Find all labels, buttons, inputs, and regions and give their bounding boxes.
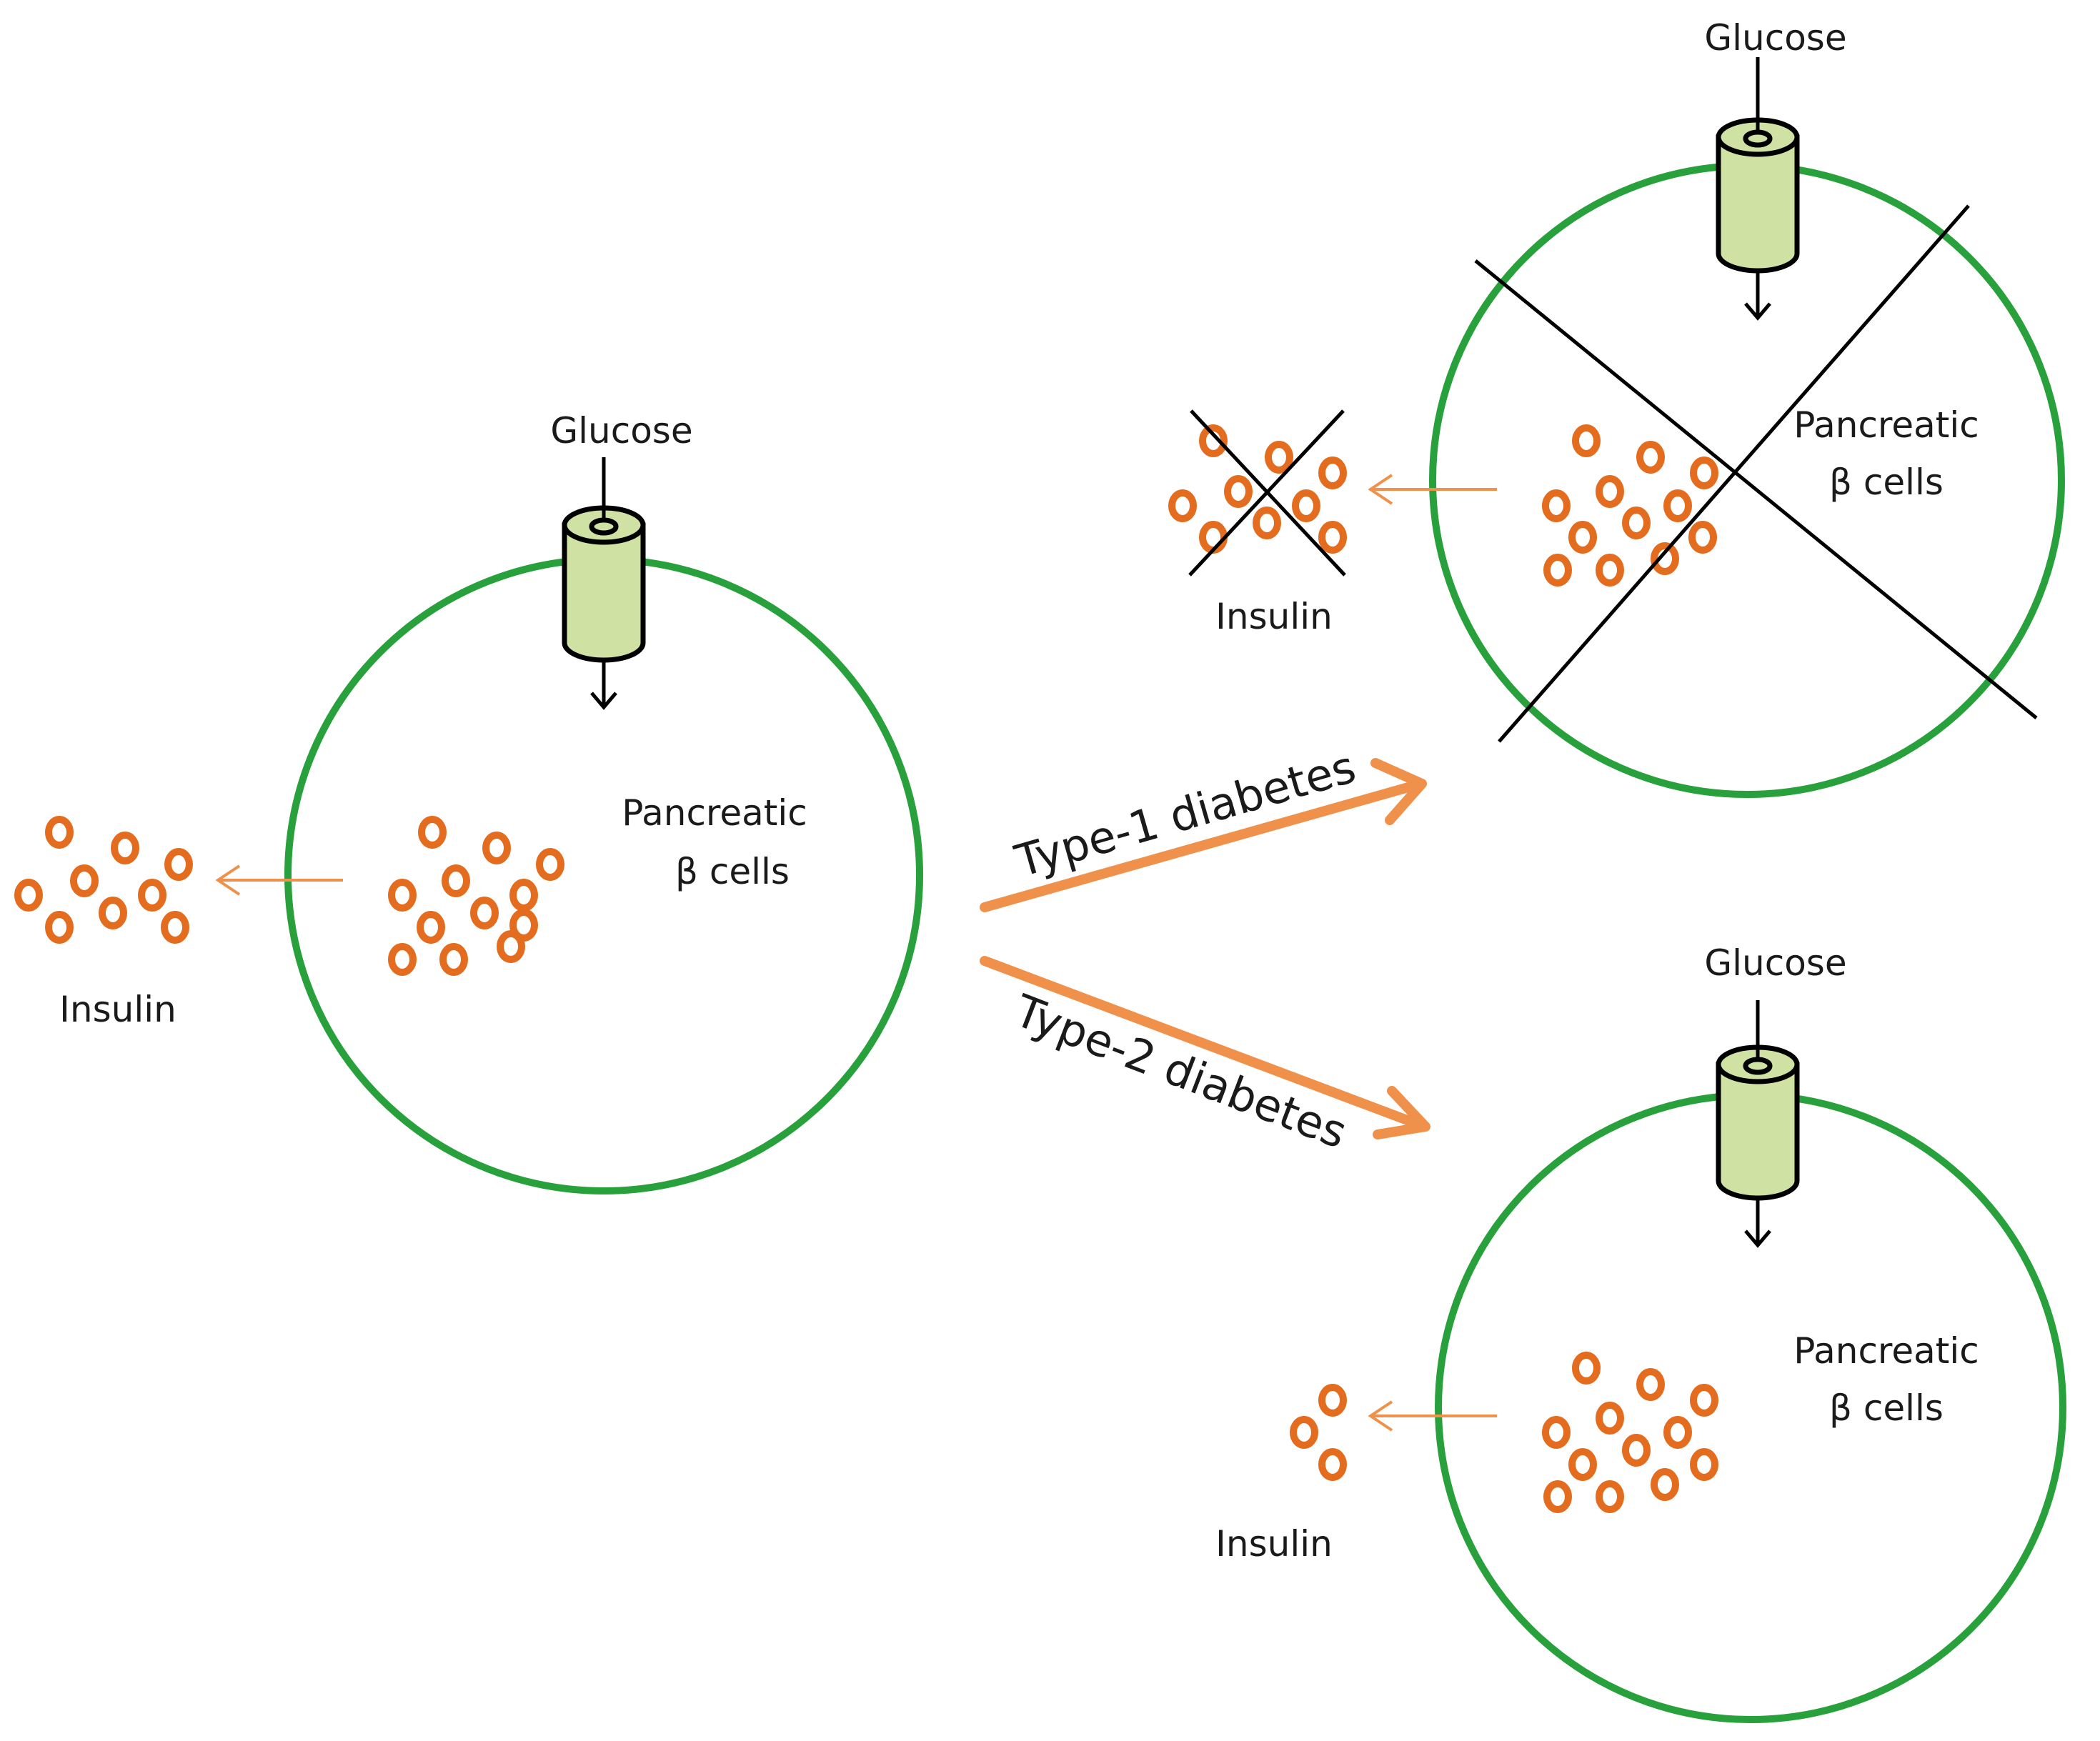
type1-cross-out xyxy=(1474,204,2038,743)
insulin-granule xyxy=(1318,1448,1347,1481)
type2-pancreatic-label: Pancreatic xyxy=(1793,1330,1979,1372)
type2-insulin-label: Insulin xyxy=(1215,1523,1333,1565)
insulin-granule xyxy=(111,832,139,864)
insulin-granule xyxy=(1663,1416,1692,1449)
insulin-granule xyxy=(442,864,470,897)
insulin-granule xyxy=(1568,521,1597,554)
normal-secretion-arrow xyxy=(215,864,343,896)
type1-insulin-cross-out xyxy=(1188,409,1346,577)
insulin-granule xyxy=(1596,1480,1624,1513)
type2-glucose-channel-icon xyxy=(1716,1000,1800,1248)
type2-diabetes-label: Type-2 diabetes xyxy=(1007,984,1354,1159)
insulin-granule xyxy=(1568,1448,1597,1481)
insulin-granule xyxy=(417,911,445,944)
type2-secretion-arrow xyxy=(1368,1400,1497,1432)
type1-insulin-label: Insulin xyxy=(1215,596,1333,637)
type2-insulin-granules-outside xyxy=(1290,1384,1347,1481)
type1-beta-cells-label: β cells xyxy=(1829,462,1944,503)
type1-secretion-arrow xyxy=(1368,474,1497,505)
insulin-granule xyxy=(1651,1468,1679,1501)
normal-insulin-granules-outside xyxy=(14,816,193,944)
type2-beta-cells-label: β cells xyxy=(1829,1387,1944,1429)
insulin-granule xyxy=(1596,1402,1624,1435)
insulin-granule xyxy=(1318,521,1347,554)
insulin-granule xyxy=(1253,507,1281,539)
insulin-granule xyxy=(99,897,127,929)
normal-glucose-channel-icon xyxy=(562,457,646,710)
type2-cell-panel: Glucose Pancreatic β cells Insulin xyxy=(1215,942,2066,1723)
insulin-granule xyxy=(509,909,538,942)
insulin-granule xyxy=(1265,441,1293,474)
normal-beta-cells-label: β cells xyxy=(675,851,790,892)
normal-glucose-label: Glucose xyxy=(550,410,692,452)
normal-cell-panel: Glucose Pancreatic β cells Insulin xyxy=(14,410,923,1194)
insulin-granule xyxy=(1622,507,1651,539)
type1-cell-panel: Glucose Pancreatic β cells Insulin xyxy=(1168,17,2065,798)
insulin-granule xyxy=(497,930,525,963)
insulin-granule xyxy=(70,864,99,897)
insulin-granule xyxy=(1622,1434,1651,1467)
type2-insulin-granules-inside xyxy=(1542,1352,1718,1513)
insulin-granule xyxy=(45,816,74,849)
normal-pancreatic-label: Pancreatic xyxy=(622,792,807,834)
type1-glucose-label: Glucose xyxy=(1704,17,1846,59)
insulin-granule xyxy=(1292,489,1320,522)
insulin-granule xyxy=(1572,1352,1601,1385)
insulin-granule xyxy=(388,943,417,976)
insulin-granule xyxy=(418,816,447,849)
type2-pathway-arrow xyxy=(980,956,1430,1139)
insulin-granule xyxy=(1690,1384,1718,1417)
insulin-granule xyxy=(161,911,189,944)
insulin-granule xyxy=(14,879,43,912)
insulin-granule xyxy=(1690,1448,1718,1481)
insulin-granule xyxy=(482,832,511,864)
insulin-granule xyxy=(138,879,166,912)
type1-pancreatic-label: Pancreatic xyxy=(1793,404,1979,446)
insulin-granule xyxy=(45,911,74,944)
insulin-granule xyxy=(164,848,193,881)
normal-insulin-granules-inside xyxy=(388,816,564,976)
insulin-granule xyxy=(1542,489,1571,522)
type1-pathway-arrow xyxy=(980,758,1427,912)
insulin-granule xyxy=(1596,554,1624,587)
insulin-granule xyxy=(1318,1384,1347,1417)
insulin-granule xyxy=(470,897,499,929)
insulin-granule xyxy=(388,879,417,912)
type1-insulin-granules-inside xyxy=(1542,424,1718,587)
type1-glucose-channel-icon xyxy=(1716,57,1800,321)
insulin-granule xyxy=(1543,554,1572,587)
type2-glucose-label: Glucose xyxy=(1704,942,1846,984)
insulin-granule xyxy=(509,879,538,912)
insulin-granule xyxy=(1543,1480,1572,1513)
insulin-granule xyxy=(1224,475,1253,508)
insulin-granule xyxy=(1663,489,1692,522)
insulin-granule xyxy=(1690,457,1718,489)
insulin-granule xyxy=(1651,542,1679,575)
insulin-granule xyxy=(1636,441,1665,474)
insulin-granule xyxy=(1636,1368,1665,1401)
insulin-granule xyxy=(1290,1416,1318,1449)
insulin-granule xyxy=(1572,424,1601,457)
insulin-granule xyxy=(1168,489,1197,522)
insulin-granule xyxy=(1199,424,1228,457)
insulin-granule xyxy=(1199,521,1228,554)
insulin-granule xyxy=(1542,1416,1571,1449)
insulin-granule xyxy=(439,943,468,976)
insulin-granule xyxy=(1688,521,1717,554)
insulin-granule xyxy=(1318,457,1347,489)
insulin-granule xyxy=(536,848,564,881)
insulin-granule xyxy=(1596,475,1624,508)
normal-insulin-label: Insulin xyxy=(59,989,176,1030)
type1-insulin-granules-outside xyxy=(1168,424,1347,554)
